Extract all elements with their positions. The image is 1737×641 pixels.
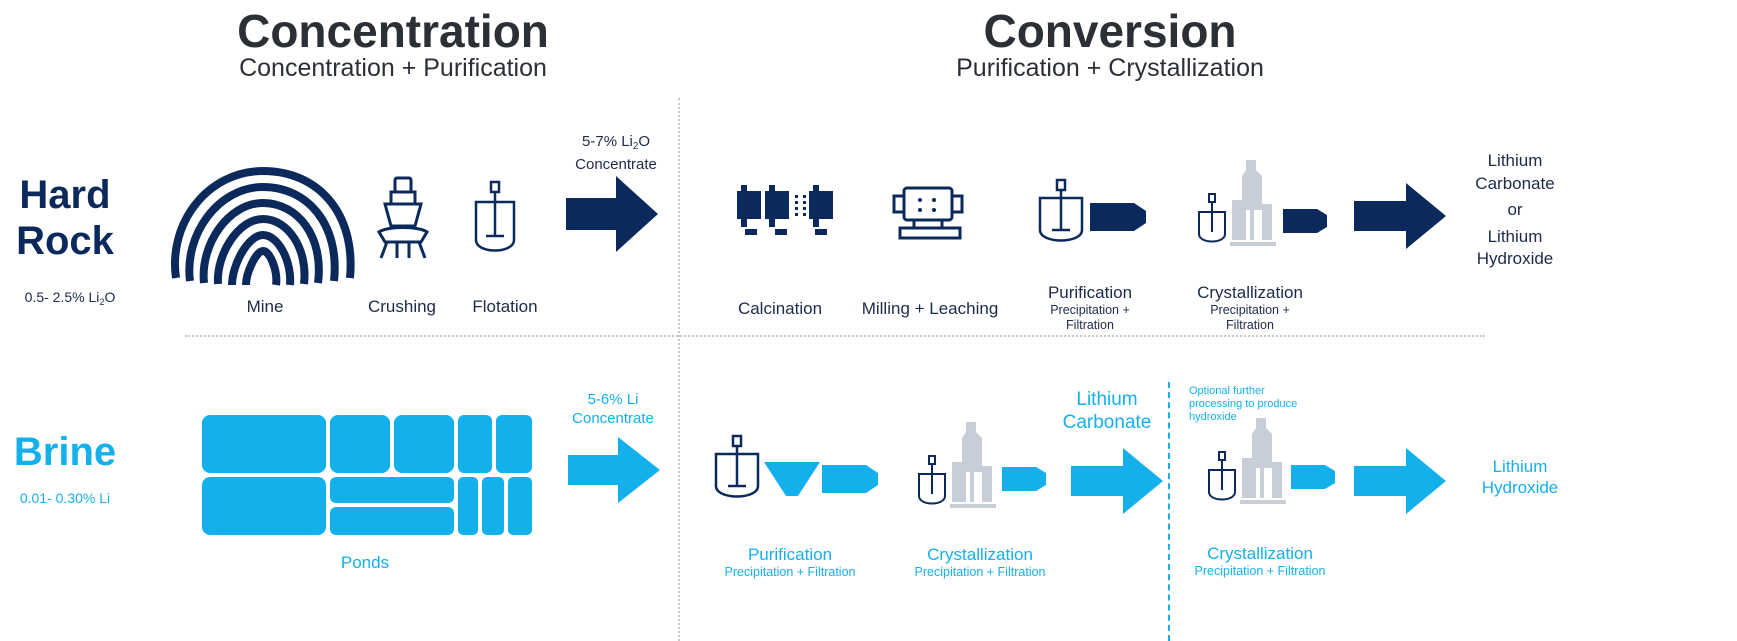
hard-rock-title: Hard Rock xyxy=(0,172,130,264)
hard-rock-crystallization: Crystallization Precipitation + Filtrati… xyxy=(1180,283,1320,333)
optional-note: Optional further processing to produce h… xyxy=(1189,385,1339,424)
hard-rock-concentrate: 5-7% Li2O Concentrate xyxy=(556,133,676,174)
row-divider-horizontal xyxy=(185,335,1485,337)
crystallizer-icon xyxy=(918,422,996,508)
arrow-icon xyxy=(568,437,660,503)
filter-press-icon xyxy=(1090,203,1146,231)
brine-grade: 0.01- 0.30% Li xyxy=(19,490,111,506)
hard-rock-concentrate-label: Concentrate xyxy=(575,156,657,173)
brine-final-product-line2: Hydroxide xyxy=(1481,478,1559,497)
flotation-label: Flotation xyxy=(472,297,538,316)
arrow-icon xyxy=(1071,448,1163,514)
product-lithium-carbonate-line1: Lithium xyxy=(1487,151,1543,170)
mill-icon xyxy=(892,186,964,240)
hard-rock-grade-prefix: 0.5- 2.5% Li xyxy=(24,289,100,305)
filter-press-icon xyxy=(1291,465,1335,489)
hard-rock-purification-detail-2: Filtration xyxy=(1066,318,1114,332)
brine-crystallization-2-detail: Precipitation + Filtration xyxy=(1194,564,1326,578)
hard-rock-concentrate-grade: 5-7% Li2O xyxy=(556,133,676,156)
mine-icon xyxy=(171,166,355,286)
conversion-heading: Conversion Purification + Crystallizatio… xyxy=(885,4,1335,83)
brine-crystallization-2: Crystallization Precipitation + Filtrati… xyxy=(1175,544,1345,579)
milling-label: Milling + Leaching xyxy=(861,299,999,318)
hard-rock-crystallization-detail-1: Precipitation + xyxy=(1210,303,1290,317)
brine-purification-detail: Precipitation + Filtration xyxy=(724,565,856,579)
concentration-title: Concentration xyxy=(237,5,549,57)
product-lithium-hydroxide-line2: Hydroxide xyxy=(1476,249,1554,268)
settling-cone-icon xyxy=(764,462,820,496)
brine-intermediate-product: Lithium Carbonate xyxy=(1052,388,1162,434)
optional-note-line3: hydroxide xyxy=(1189,411,1237,423)
hard-rock-products: Lithium Carbonate or Lithium Hydroxide xyxy=(1460,150,1570,271)
brine-crystallization-detail: Precipitation + Filtration xyxy=(914,565,1046,579)
arrow-icon xyxy=(566,176,658,252)
arrow-icon xyxy=(1354,448,1446,514)
brine-crystallization-2-label: Crystallization xyxy=(1207,544,1313,563)
brine-purification: Purification Precipitation + Filtration xyxy=(705,545,875,580)
optional-note-line2: processing to produce xyxy=(1189,398,1298,410)
optional-divider xyxy=(1168,382,1170,641)
hard-rock-concentrate-sub: 2 xyxy=(632,141,639,152)
hard-rock-title-line1: Hard xyxy=(19,173,111,217)
evaporation-ponds-icon xyxy=(202,415,532,535)
purification-tank-icon xyxy=(714,434,760,498)
filter-press-icon xyxy=(822,465,878,493)
brine-purification-label: Purification xyxy=(747,545,833,564)
filter-press-icon xyxy=(1283,209,1327,233)
concentration-heading: Concentration Concentration + Purificati… xyxy=(168,4,618,83)
brine-title: Brine xyxy=(13,430,117,474)
brine-intermediate-line1: Lithium xyxy=(1076,389,1138,410)
hard-rock-grade-sub: 2 xyxy=(99,297,105,307)
hard-rock-purification-label: Purification xyxy=(1047,283,1133,302)
hard-rock-purification-detail-1: Precipitation + xyxy=(1050,303,1130,317)
brine-crystallization-label: Crystallization xyxy=(927,545,1033,564)
calcination-kiln-icon xyxy=(737,185,833,235)
hard-rock-crystallization-label: Crystallization xyxy=(1197,283,1303,302)
mine-label: Mine xyxy=(246,297,284,316)
purification-tank-icon xyxy=(1038,178,1084,242)
brine-concentrate-grade: 5-6% Li xyxy=(587,391,639,408)
product-or: or xyxy=(1507,200,1523,219)
product-lithium-hydroxide-line1: Lithium xyxy=(1487,226,1543,246)
hard-rock-concentrate-prefix: 5-7% Li xyxy=(582,133,633,150)
conversion-title: Conversion xyxy=(983,5,1237,57)
brine-final-product-line1: Lithium xyxy=(1492,457,1548,476)
brine-crystallization: Crystallization Precipitation + Filtrati… xyxy=(895,545,1065,580)
flotation-tank-icon xyxy=(474,180,516,252)
brine-concentrate-label: Concentrate xyxy=(572,410,654,427)
conversion-subtitle: Purification + Crystallization xyxy=(956,54,1264,82)
hard-rock-title-line2: Rock xyxy=(16,219,114,263)
section-divider-vertical xyxy=(678,98,680,641)
arrow-icon xyxy=(1354,183,1446,249)
ponds-label: Ponds xyxy=(340,553,390,572)
hard-rock-purification: Purification Precipitation + Filtration xyxy=(1030,283,1150,333)
optional-note-line1: Optional further xyxy=(1189,385,1265,397)
hard-rock-crystallization-detail-2: Filtration xyxy=(1226,318,1274,332)
brine-final-product: Lithium Hydroxide xyxy=(1470,456,1570,498)
hard-rock-grade-suffix: O xyxy=(104,289,116,305)
crystallizer-icon xyxy=(1198,160,1276,246)
brine-concentrate: 5-6% Li Concentrate xyxy=(553,390,673,428)
hard-rock-concentrate-suffix: O xyxy=(638,133,650,150)
calcination-label: Calcination xyxy=(737,299,823,318)
filter-press-icon xyxy=(1002,467,1046,491)
crusher-icon xyxy=(377,176,429,259)
hard-rock-grade: 0.5- 2.5% Li2O xyxy=(0,289,140,307)
brine-intermediate-line2: Carbonate xyxy=(1062,412,1152,433)
crushing-label: Crushing xyxy=(367,297,437,316)
concentration-subtitle: Concentration + Purification xyxy=(239,54,547,82)
product-lithium-carbonate-line2: Carbonate xyxy=(1475,173,1555,193)
crystallizer-icon xyxy=(1208,418,1286,504)
